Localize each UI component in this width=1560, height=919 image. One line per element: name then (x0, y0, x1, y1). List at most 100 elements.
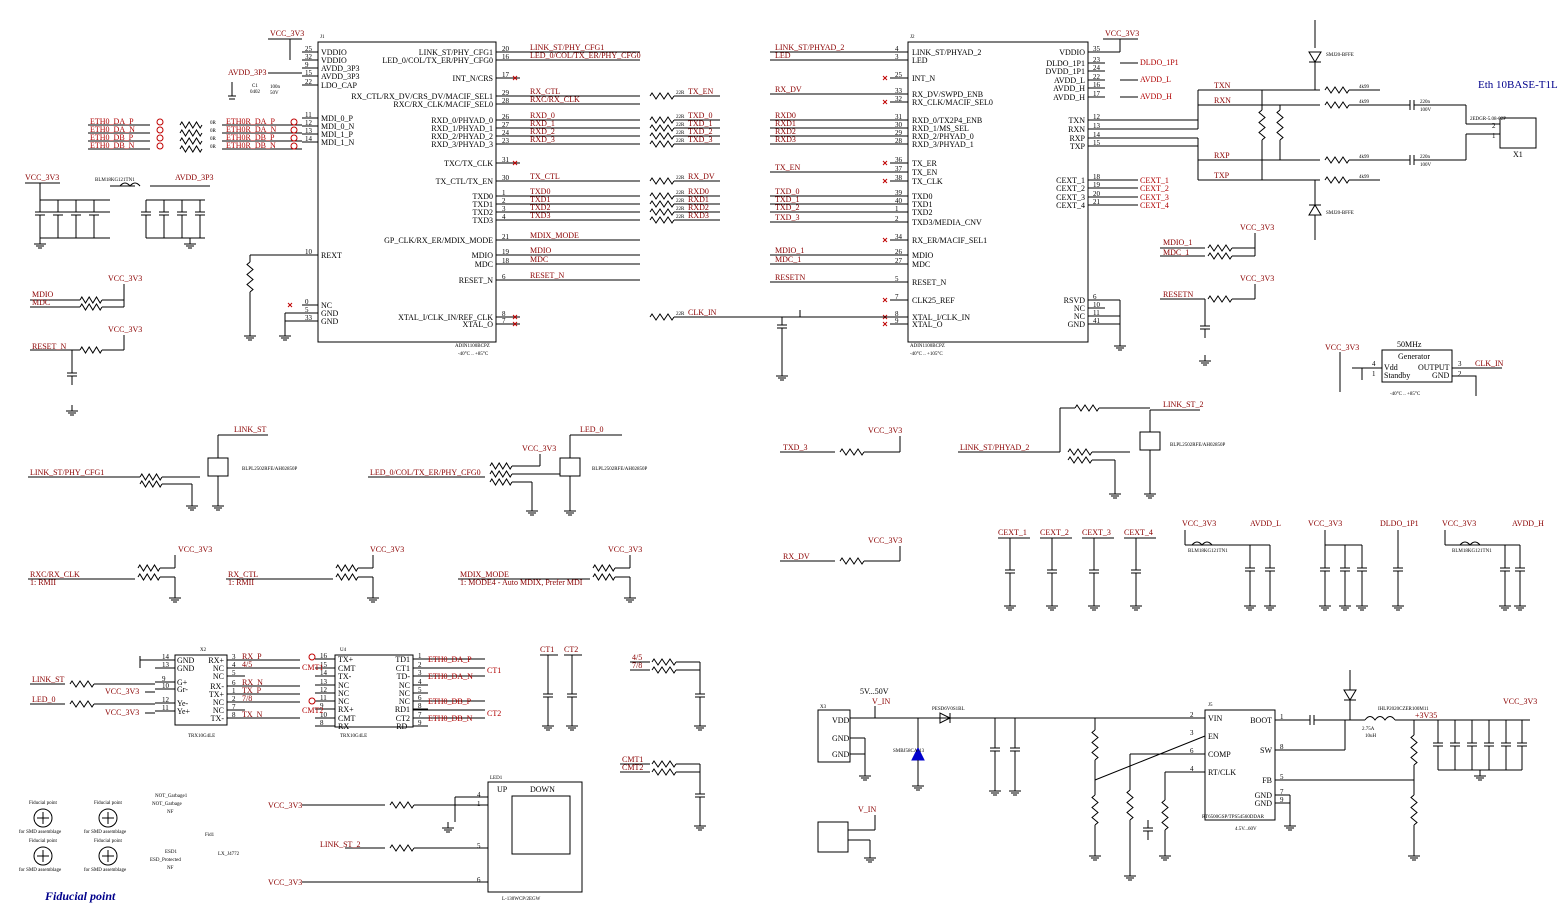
u2-cext-label: CEXT_3 (1140, 193, 1169, 202)
u2-pin-num: 21 (1093, 198, 1101, 206)
x2-link-st-label: LINK_ST (32, 675, 65, 684)
mdix-strap-vcc: VCC_3V3 (608, 545, 642, 554)
led0-cfg0-label: LED_0/COL/TX_ER/PHY_CFG0 (370, 468, 481, 477)
u2-pin-num: 41 (1093, 317, 1101, 325)
ground-icon (1004, 600, 1016, 611)
x3-connector (817, 709, 851, 763)
u1-pin-num: 31 (502, 156, 510, 164)
u4-pin-num: 6 (418, 694, 422, 702)
u2-pin-name: MDC (912, 260, 930, 269)
u2-pin-num: 38 (895, 174, 903, 182)
svg-text:100n: 100n (270, 85, 281, 90)
mosfet-icon (1139, 431, 1161, 451)
u1-pin-name: MDI_0_N (321, 122, 355, 131)
eth0-resistor (179, 137, 203, 145)
u1-net-label: TXD3 (530, 211, 550, 220)
x2-net-label: 7/8 (242, 694, 252, 703)
u1-net-label: TXD2 (530, 203, 550, 212)
svg-text:VDD: VDD (832, 716, 850, 725)
svg-text:J2: J2 (910, 35, 915, 40)
osc-freq: 50MHz (1397, 340, 1422, 349)
fiducial-label: Fiducial point (29, 839, 58, 844)
u4-pin-num: 16 (320, 652, 328, 660)
ground-icon (184, 238, 196, 249)
no-connect-icon (512, 160, 518, 166)
decap-group-vcc: VCC_3V3 (1442, 519, 1476, 528)
eth0-resistor (179, 145, 203, 153)
tvs-diode-icon (1308, 204, 1322, 216)
u1-pin-name: MDIO (472, 251, 494, 260)
u1-pin-name: NC (321, 301, 332, 310)
svg-text:1: 1 (1492, 132, 1496, 140)
u2-pin-num: 20 (1093, 190, 1101, 198)
u4-pin-name: NC (399, 689, 410, 698)
u2-net-label: TXD_0 (775, 187, 799, 196)
resistor (137, 573, 161, 581)
u4-cmt2-label: CMT2 (302, 706, 323, 715)
ground-icon (1088, 600, 1100, 611)
svg-text:0R: 0R (210, 137, 217, 142)
u2-pin-num: 3 (895, 53, 899, 61)
u2-pin-name: VDDIO (1059, 48, 1085, 57)
mdio-label: MDIO (32, 290, 54, 299)
u1-pin-name: TXD0 (473, 192, 493, 201)
u2-body (907, 41, 1089, 343)
fiducial-icon (33, 808, 53, 828)
u2-pin-num: 39 (895, 189, 903, 197)
u1-pin-name: GP_CLK/RX_ER/MDIX_MODE (384, 236, 493, 245)
x2-net-label: TX_P (242, 686, 262, 695)
mdio1-label: MDIO_1 (1163, 238, 1192, 247)
u1-pin-name: INT_N/CRS (453, 74, 493, 83)
page-title: Eth 10BASE-T1L (1478, 79, 1558, 91)
x2-pin-name: RX- (210, 682, 224, 691)
u1-net-label: TXD1 (530, 195, 550, 204)
x2-pin-num: 4 (232, 661, 236, 669)
series-resistor (649, 132, 675, 140)
u1-net-label: TX_CTL (530, 172, 560, 181)
fiducial-sub: for SMD assemblage (84, 830, 127, 835)
eth0-resistor (179, 121, 203, 129)
u1-ext-net: TX_EN (688, 87, 714, 96)
svg-text:50V: 50V (270, 91, 279, 96)
u2-pin-name: TXD2 (912, 208, 932, 217)
ground-icon (367, 592, 379, 603)
u1-net-label: MDC (530, 255, 548, 264)
ct-cap-label: CT2 (564, 645, 578, 654)
fiducial-sub: for SMD assemblage (19, 868, 62, 873)
inductor-icon (1364, 716, 1396, 721)
u2-pin-name: RXD_2/PHYAD_0 (912, 132, 974, 141)
schottky-diode-icon (1343, 689, 1357, 701)
resistor (69, 680, 95, 688)
svg-text:L-130WCP/2EGW: L-130WCP/2EGW (502, 897, 541, 902)
u1-ext-net: TXD_2 (688, 127, 712, 136)
u2-avdd-h-label: AVDD_H (1140, 92, 1172, 101)
x2-pin-num: 3 (232, 653, 236, 661)
svg-text:5: 5 (477, 842, 481, 850)
reset-label: RESET_N (32, 342, 66, 351)
pullup-vcc-label: VCC_3V3 (108, 274, 142, 283)
u1-pin-num: 30 (502, 174, 510, 182)
ground-icon (864, 852, 876, 863)
u1-ext-net: CLK_IN (688, 308, 717, 317)
u1-pin-name: TX_CTL/TX_EN (436, 177, 494, 186)
svg-text:2.75A: 2.75A (1362, 727, 1375, 732)
u1-pin-num: 28 (502, 97, 510, 105)
buck-pin-num: 6 (1190, 747, 1194, 755)
line-net-label: TXP (1214, 171, 1230, 180)
ground-icon (1514, 600, 1526, 611)
resistor (335, 564, 359, 572)
fiducial-icon (33, 846, 53, 866)
svg-text:NOT_Garbage1: NOT_Garbage1 (155, 794, 188, 799)
u4-pin-num: 2 (418, 661, 422, 669)
line-net-label: TXN (1214, 81, 1231, 90)
x2-body (174, 654, 228, 726)
u1-pin-name: RX_CTL/RX_DV/CRS_DV/MACIF_SEL1 (351, 92, 493, 101)
esd-marker-icon (290, 142, 298, 150)
svg-text:C1: C1 (252, 84, 258, 89)
series-resistor (649, 200, 675, 208)
svg-text:22R: 22R (676, 91, 685, 96)
resistor (839, 448, 865, 456)
